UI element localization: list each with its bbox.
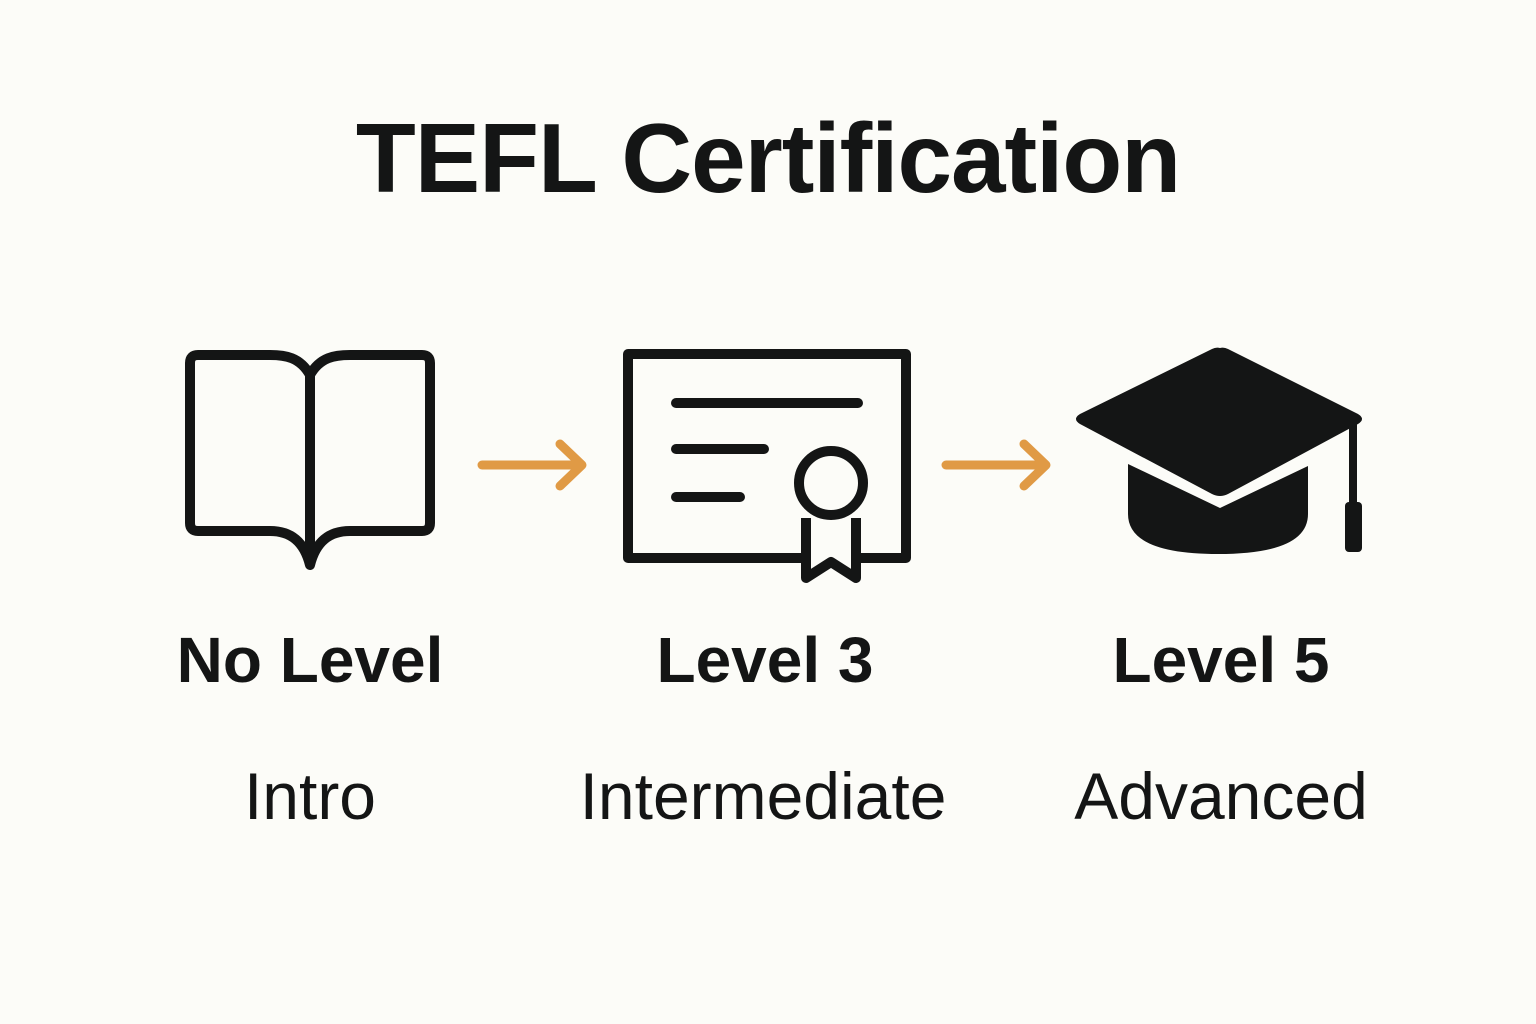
step-description: Intermediate bbox=[579, 759, 947, 833]
arrow-right-icon bbox=[941, 439, 1051, 491]
arrow-right-icon bbox=[477, 439, 587, 491]
step-level-label: Level 3 bbox=[656, 624, 874, 696]
step-level-label: Level 5 bbox=[1112, 624, 1330, 696]
graduation-cap-icon bbox=[1076, 347, 1362, 554]
open-book-icon bbox=[185, 350, 435, 570]
step-level-label: No Level bbox=[176, 624, 444, 696]
page-title: TEFL Certification bbox=[355, 103, 1181, 213]
step-description: Intro bbox=[243, 759, 377, 833]
step-description: Advanced bbox=[1074, 759, 1368, 833]
certificate-icon bbox=[623, 349, 911, 583]
